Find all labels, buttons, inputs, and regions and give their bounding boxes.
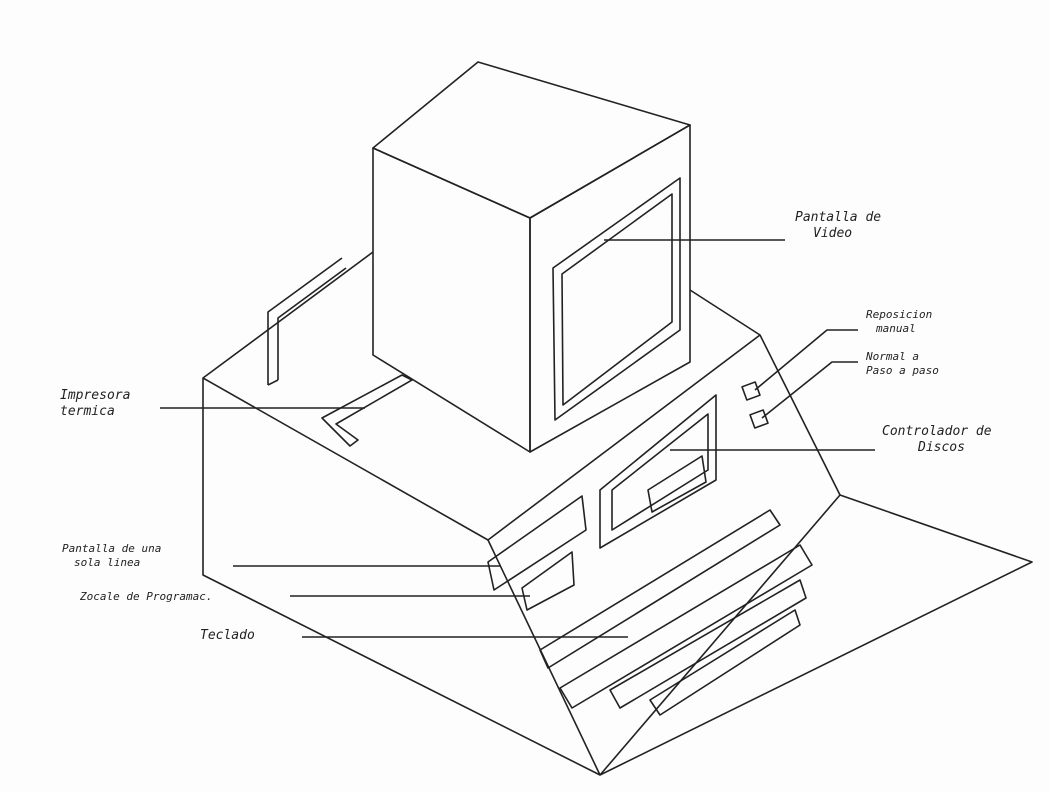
programming-socket: [521, 551, 575, 611]
label-line: Impresora: [60, 388, 131, 403]
label-programming-socket: Zocale de Programac.: [80, 590, 213, 603]
label-line: Pantalla de una: [62, 542, 162, 555]
label-line: Reposicion: [866, 308, 933, 321]
label-disk-controller: Controlador de Discos: [882, 424, 992, 456]
label-step-mode: Normal a Paso a paso: [866, 350, 939, 378]
monitor: [372, 61, 691, 453]
label-single-line-display: Pantalla de una sola linea: [62, 542, 161, 570]
label-line: termica: [60, 404, 115, 419]
monitor-right-face: [529, 124, 691, 453]
label-line: Pantalla de: [795, 210, 882, 225]
label-line: manual: [876, 322, 916, 335]
label-video-screen: Pantalla de Video: [795, 210, 881, 242]
label-line: Paso a paso: [866, 364, 939, 377]
reset-button: [741, 381, 761, 401]
keyboard: [539, 509, 813, 716]
label-line: Normal a: [866, 350, 919, 363]
label-thermal-printer: Impresora termica: [60, 388, 130, 420]
single-line-display: [487, 495, 587, 591]
label-line: Controlador de: [882, 424, 992, 439]
disk-controller: [599, 394, 717, 549]
monitor-left-face: [372, 147, 531, 453]
front-panel: [487, 381, 769, 611]
label-line: sola linea: [74, 556, 141, 569]
video-screen: [552, 177, 681, 421]
label-line: Discos: [918, 440, 965, 455]
label-manual-reset: Reposicion manual: [866, 308, 932, 336]
leader-lines: [160, 239, 875, 638]
printer-paper-holder: [267, 257, 413, 447]
label-keyboard: Teclado: [200, 628, 255, 643]
step-switch: [749, 409, 769, 429]
printer-slot: [321, 374, 413, 447]
monitor-top: [372, 61, 691, 219]
label-line: Video: [813, 226, 853, 241]
